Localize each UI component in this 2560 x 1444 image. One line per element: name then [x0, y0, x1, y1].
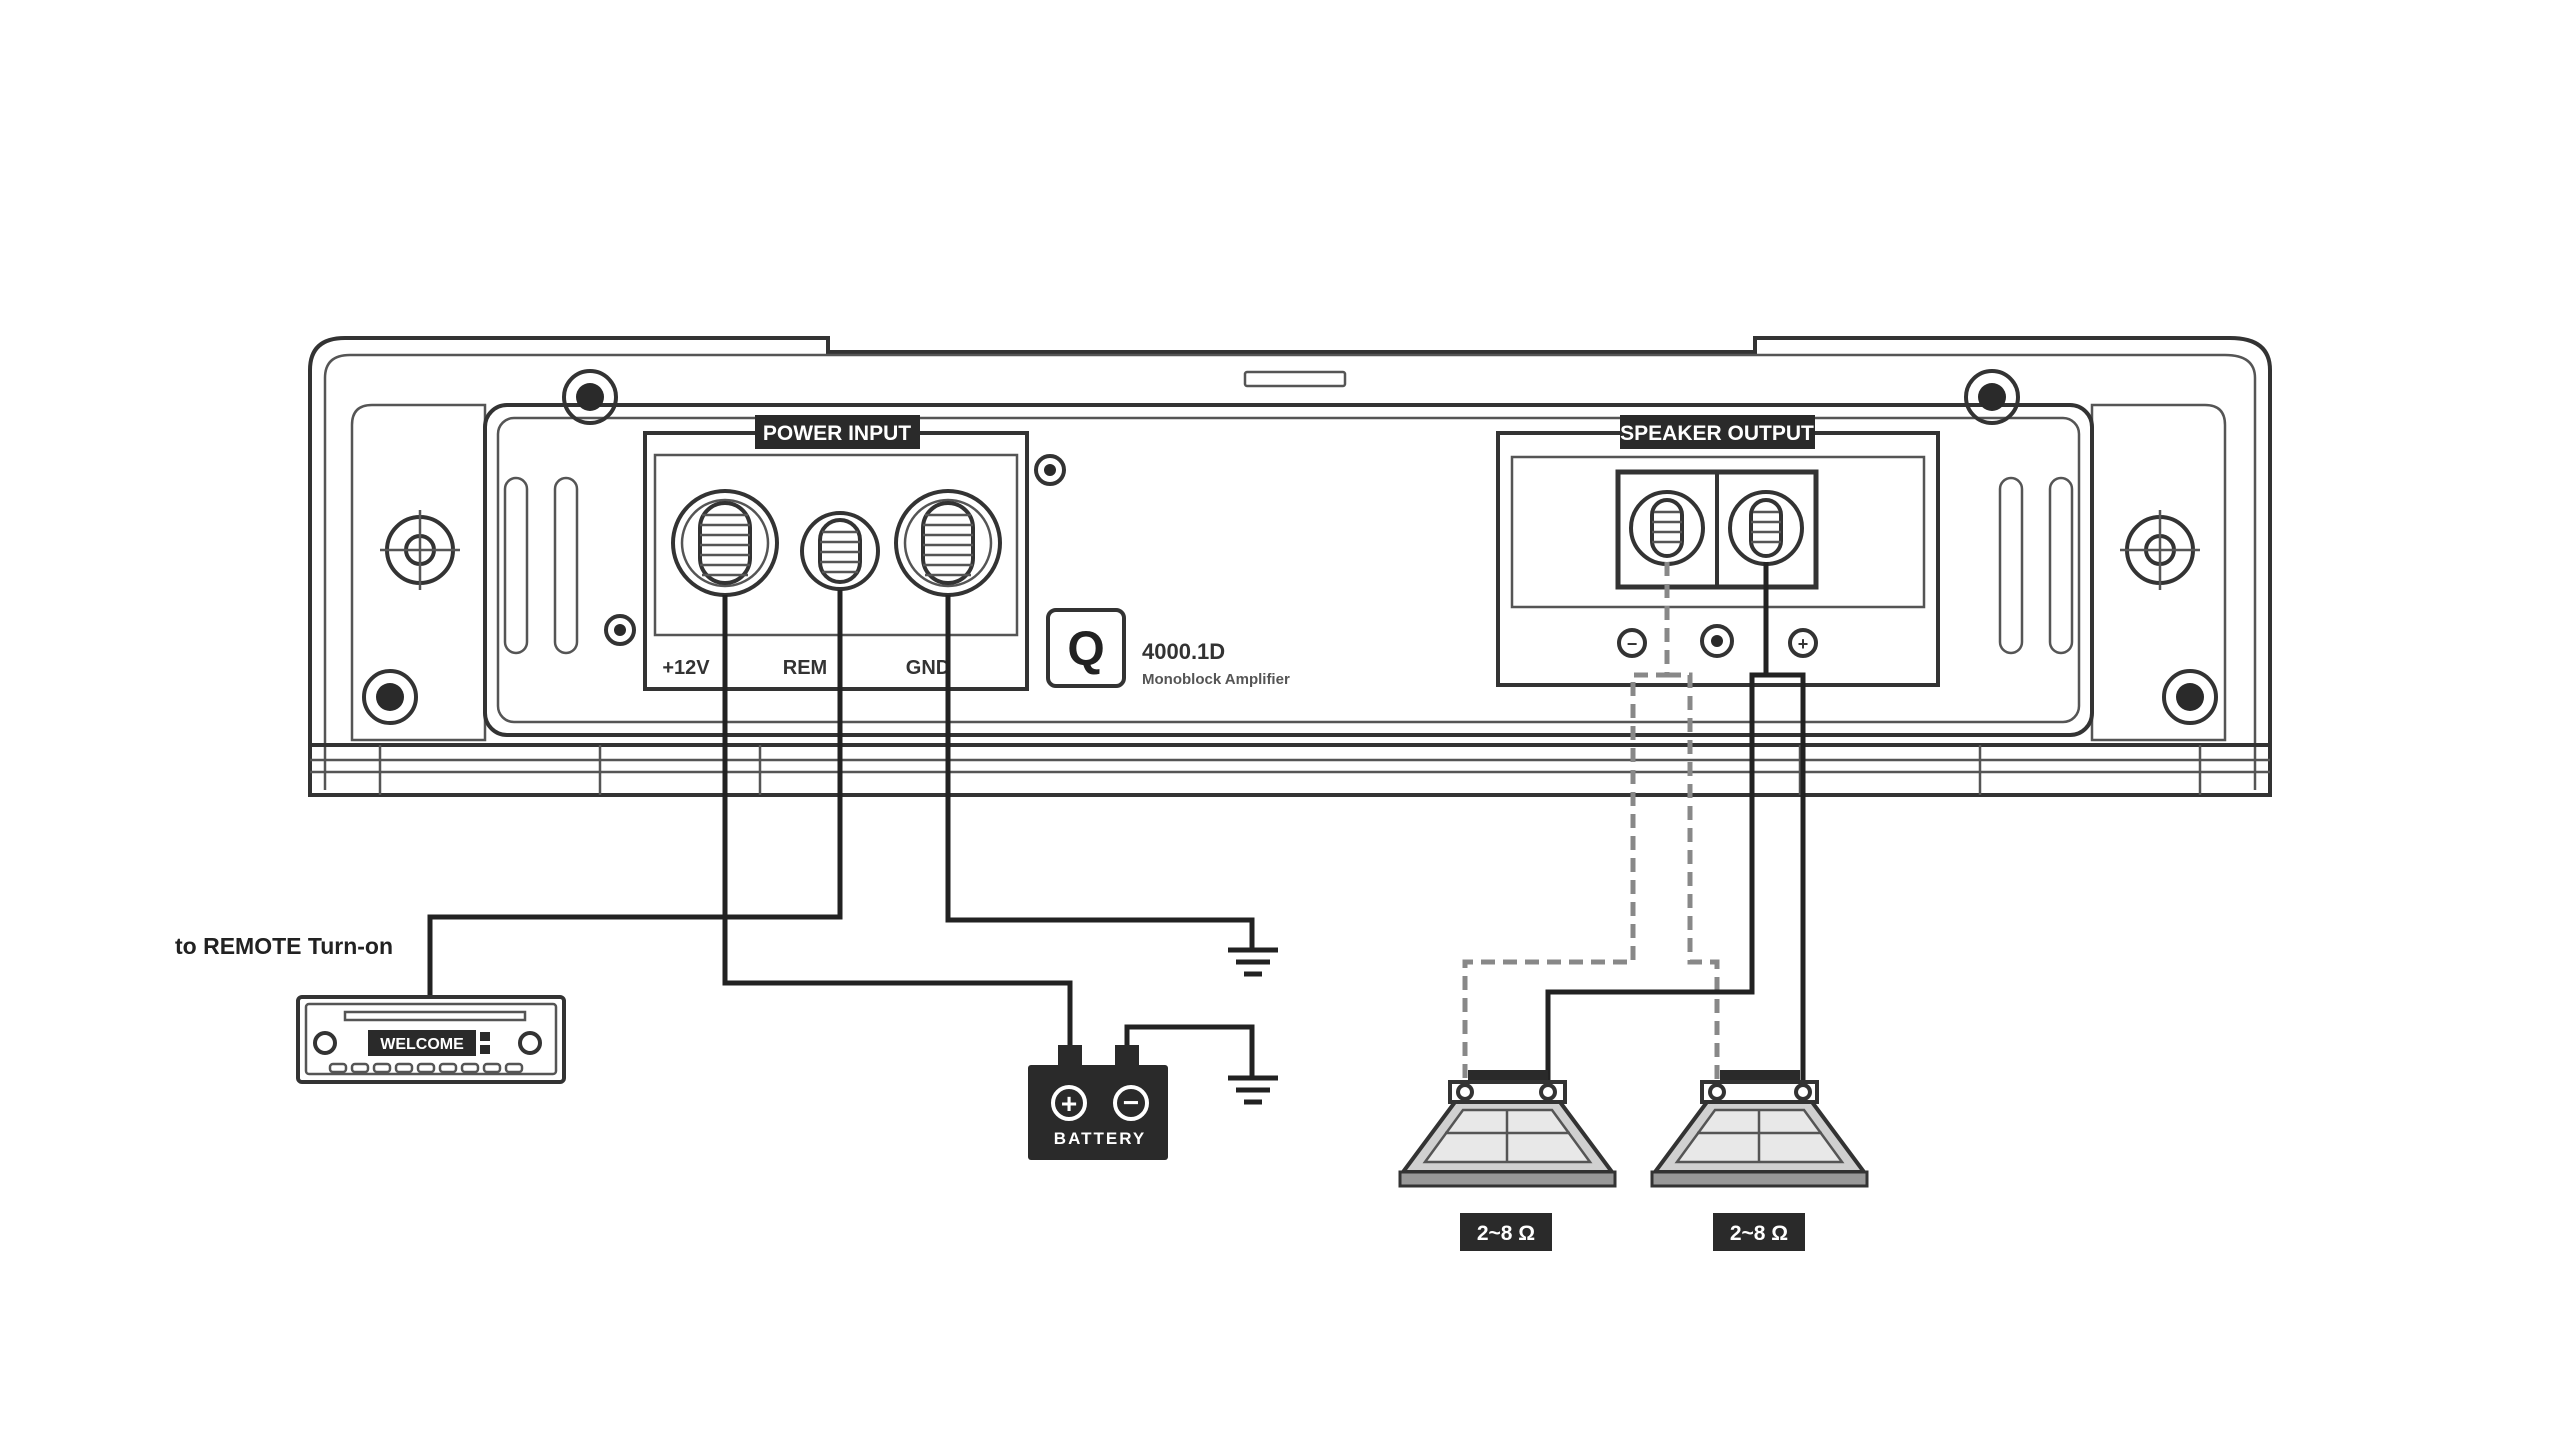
speaker-output-panel: SPEAKER OUTPUT − + — [1496, 415, 1940, 687]
screw-icon — [562, 369, 618, 425]
small-screw-icon — [604, 614, 636, 646]
wire-speaker2-positive — [1766, 672, 1806, 1085]
speaker-right-icon — [1650, 1070, 1869, 1188]
model-subtitle: Monoblock Amplifier — [1142, 671, 1290, 688]
speaker-right-impedance-box — [1713, 1213, 1805, 1251]
terminal-12v[interactable] — [671, 489, 779, 597]
power-wires — [427, 590, 1255, 1078]
speaker-output-label: SPEAKER OUTPUT — [1620, 422, 1814, 445]
screw-icon — [2162, 669, 2218, 725]
power-input-label: POWER INPUT — [763, 422, 911, 445]
small-screw-icon — [1034, 454, 1066, 486]
head-unit-display: WELCOME — [380, 1036, 464, 1053]
terminal-12v-label: +12V — [662, 657, 710, 679]
output-plus-symbol: + — [1798, 634, 1809, 654]
wire-speaker1-negative — [1462, 562, 1670, 1085]
output-minus-symbol: − — [1627, 634, 1638, 654]
power-input-label-box — [755, 415, 920, 449]
ground-icon — [1228, 947, 1278, 977]
terminal-rem-label: REM — [783, 657, 827, 679]
battery-minus-symbol: − — [1123, 1087, 1139, 1118]
wire-battery-ground — [1124, 1024, 1255, 1078]
screw-icon — [362, 669, 418, 725]
battery-label: BATTERY — [1054, 1129, 1146, 1148]
terminal-rem[interactable] — [800, 511, 880, 591]
brand-logo: Q — [1046, 608, 1126, 688]
terminal-gnd-label: GND — [906, 657, 950, 679]
speaker-wires — [1462, 562, 1806, 1085]
speaker-output-label-box — [1620, 415, 1815, 449]
wire-12v-battery — [722, 595, 1073, 1050]
speaker-left-icon — [1398, 1070, 1617, 1188]
crosshair-screw-icon — [380, 510, 460, 590]
model-name: 4000.1D — [1142, 639, 1225, 664]
wire-speaker1-positive — [1545, 562, 1769, 1085]
wire-remote — [427, 590, 843, 995]
remote-turn-on-label: to REMOTE Turn-on — [175, 933, 393, 959]
output-center-screw-icon — [1700, 624, 1734, 658]
speaker-left-impedance: 2~8 Ω — [1477, 1222, 1535, 1245]
wire-speaker2-negative — [1667, 672, 1720, 1085]
speaker-right-impedance: 2~8 Ω — [1730, 1222, 1788, 1245]
mounting-screws — [362, 369, 2218, 725]
logo-letter: Q — [1067, 623, 1104, 676]
output-terminal-minus[interactable] — [1629, 490, 1705, 566]
crosshair-screw-icon — [2120, 510, 2200, 590]
terminal-gnd[interactable] — [894, 489, 1002, 597]
ground-icon — [1228, 1075, 1278, 1105]
power-input-panel: POWER INPUT — [643, 415, 1029, 691]
wire-ground — [945, 595, 1255, 950]
output-terminal-plus[interactable] — [1728, 490, 1804, 566]
battery-plus-symbol: + — [1061, 1088, 1077, 1119]
amplifier-chassis — [308, 336, 2272, 797]
battery-icon: + − BATTERY — [1028, 1045, 1168, 1160]
speaker-left-impedance-box — [1460, 1213, 1552, 1251]
screw-icon — [1964, 369, 2020, 425]
head-unit-icon: WELCOME — [296, 995, 566, 1084]
